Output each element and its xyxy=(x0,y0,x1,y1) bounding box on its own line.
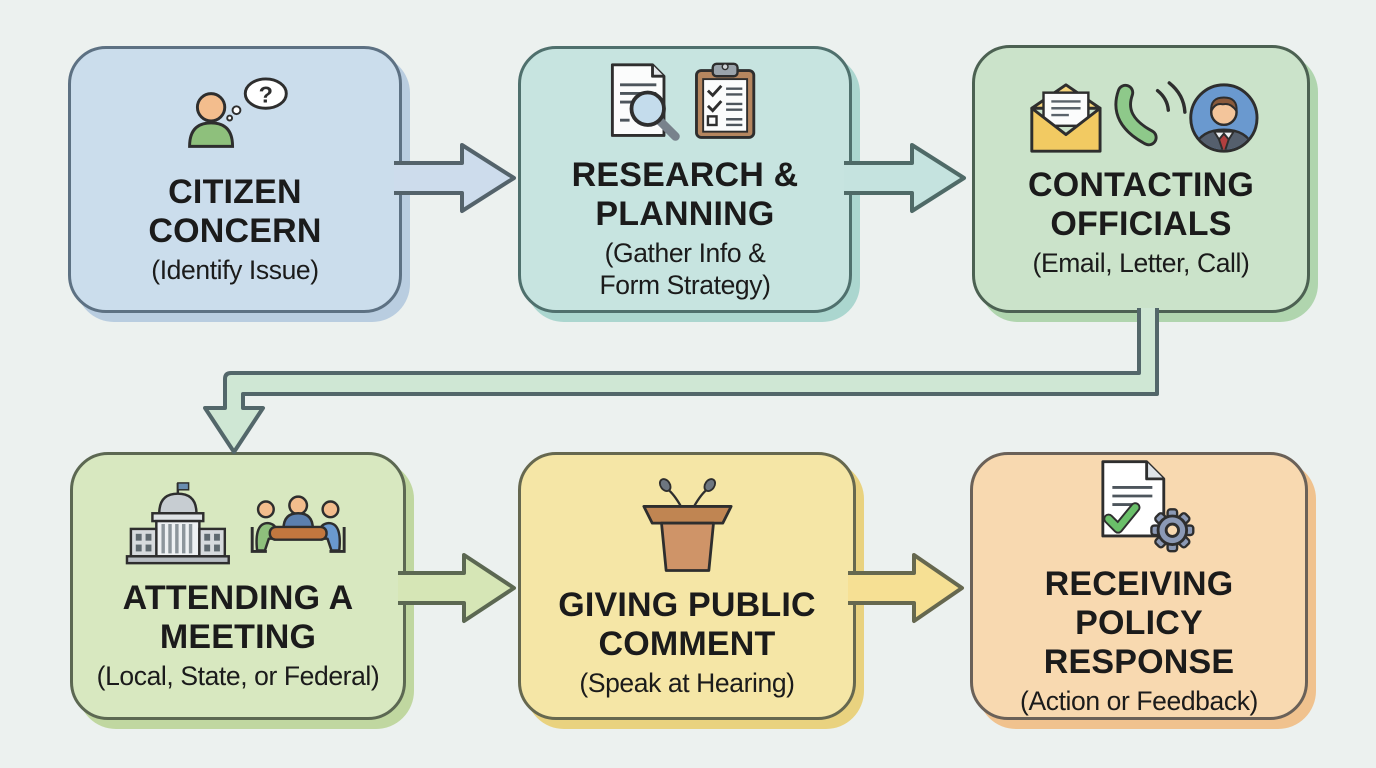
step-title: RESEARCH & PLANNING xyxy=(571,155,799,233)
capitol-building-icon xyxy=(125,482,230,565)
step-subtitle: (Gather Info & Form Strategy) xyxy=(599,237,771,300)
svg-text:?: ? xyxy=(258,81,272,107)
meeting-icons xyxy=(125,482,346,565)
elbow-arrow-contacting-to-meeting xyxy=(203,308,1159,454)
step-giving-public-comment: GIVING PUBLIC COMMENT (Speak at Hearing) xyxy=(518,452,856,720)
policy-response-icons xyxy=(1100,459,1194,552)
policy-document-check-icon xyxy=(1100,459,1165,537)
arrow-citizen-to-research xyxy=(394,143,516,213)
phone-icon xyxy=(1113,81,1187,147)
step-subtitle: (Identify Issue) xyxy=(151,254,319,285)
step-title: GIVING PUBLIC COMMENT xyxy=(558,586,816,663)
document-magnifier-icon xyxy=(610,62,680,141)
person-icon xyxy=(187,91,234,148)
gear-icon xyxy=(1149,507,1194,552)
step-subtitle: (Local, State, or Federal) xyxy=(96,661,380,691)
step-attending-meeting: ATTENDING A MEETING (Local, State, or Fe… xyxy=(70,452,406,720)
thought-bubble-question-icon: ? xyxy=(225,76,288,121)
step-research-planning: RESEARCH & PLANNING (Gather Info & Form … xyxy=(518,46,852,313)
clipboard-checklist-icon xyxy=(695,62,756,139)
official-avatar-icon xyxy=(1188,83,1258,153)
step-title: CITIZEN CONCERN xyxy=(148,172,322,250)
podium-icon xyxy=(641,478,733,572)
step-title: RECEIVING POLICY RESPONSE xyxy=(1043,564,1235,681)
step-subtitle: (Action or Feedback) xyxy=(1020,685,1258,716)
research-icons xyxy=(610,62,756,141)
step-contacting-officials: CONTACTING OFFICIALS (Email, Letter, Cal… xyxy=(972,45,1310,313)
step-citizen-concern: ? CITIZEN CONCERN (Identify Issue) xyxy=(68,46,402,313)
step-title: CONTACTING OFFICIALS xyxy=(1027,166,1255,243)
contact-icons xyxy=(1029,81,1258,153)
step-title: ATTENDING A MEETING xyxy=(122,579,354,656)
arrow-comment-to-response xyxy=(848,553,964,623)
envelope-icon xyxy=(1029,83,1102,153)
step-receiving-policy-response: RECEIVING POLICY RESPONSE (Action or Fee… xyxy=(970,452,1308,720)
step-subtitle: (Email, Letter, Call) xyxy=(1032,248,1250,278)
step-subtitle: (Speak at Hearing) xyxy=(579,668,795,698)
person-with-thought-bubble-icon: ? xyxy=(187,76,288,148)
meeting-table-icon xyxy=(250,495,346,553)
arrow-research-to-contacting xyxy=(844,143,966,213)
arrow-meeting-to-comment xyxy=(398,553,516,623)
